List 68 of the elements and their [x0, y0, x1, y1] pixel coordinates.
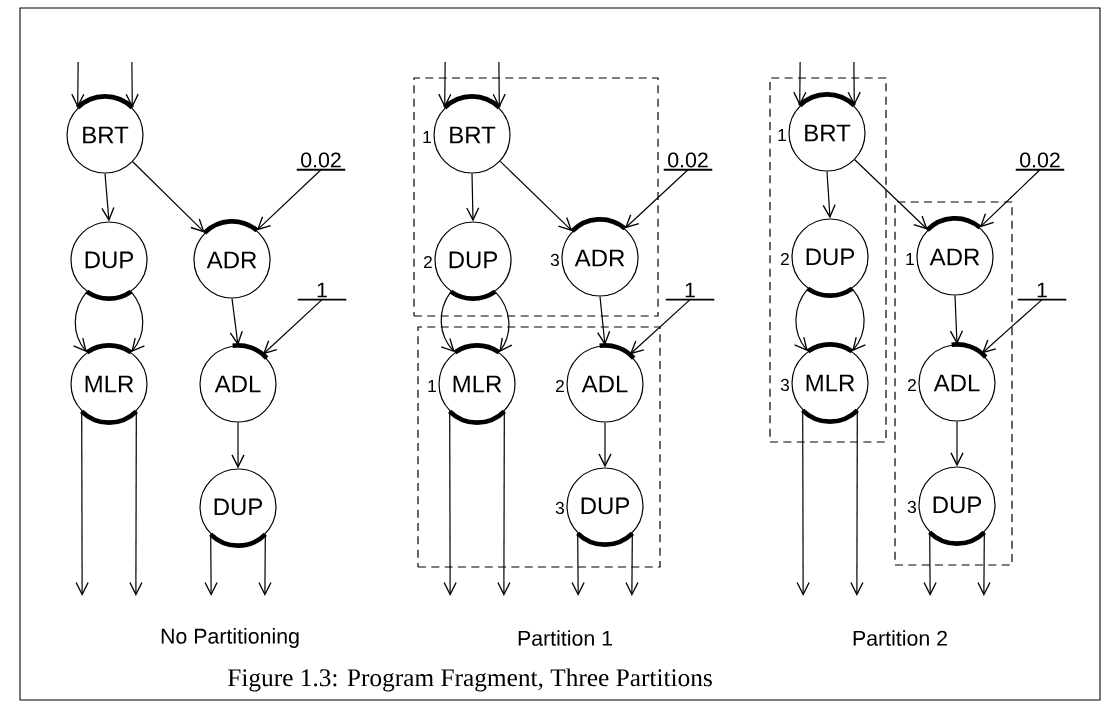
arrow	[440, 291, 455, 353]
constant-input: 1	[1016, 282, 1068, 301]
arrow	[497, 410, 511, 596]
arrow	[443, 410, 457, 596]
arrow	[256, 169, 322, 231]
order-number: 1	[428, 380, 436, 392]
arrow	[624, 169, 689, 229]
arrow	[438, 61, 452, 108]
panel-label: Partition 1	[518, 630, 612, 646]
arrow	[625, 532, 639, 596]
arrow	[822, 171, 836, 219]
arrow	[132, 161, 205, 233]
arrow	[854, 159, 928, 230]
arrow	[75, 410, 89, 596]
partition-box	[413, 77, 659, 317]
arrow	[125, 61, 139, 108]
arrow	[977, 531, 991, 596]
partition-box	[769, 77, 887, 443]
arrow	[950, 420, 964, 467]
arrow	[597, 296, 611, 346]
arrow	[949, 294, 964, 345]
order-number: 2	[908, 378, 916, 392]
arrow	[847, 61, 861, 106]
arrow	[231, 422, 245, 469]
order-number: 1	[906, 253, 914, 265]
figure-caption: Figure 1.3: Program Fragment, Three Partitions	[228, 668, 712, 692]
constant-input: 1	[296, 282, 348, 301]
arrow	[499, 160, 573, 232]
arrow	[129, 410, 143, 596]
arrow	[979, 169, 1041, 228]
partition-box	[894, 201, 1013, 566]
partition-box	[417, 326, 661, 568]
panel-label: No Partitioning	[161, 628, 299, 648]
arrow	[466, 173, 480, 222]
constant-input: 0.02	[1014, 152, 1066, 171]
arrow	[923, 531, 937, 596]
arrow	[796, 409, 810, 596]
order-number: 2	[424, 255, 432, 269]
constant-input: 0.02	[662, 152, 714, 171]
arrow	[262, 299, 323, 355]
order-number: 2	[556, 379, 564, 393]
arrow	[850, 409, 864, 596]
arrow	[492, 61, 506, 108]
order-number: 1	[778, 129, 786, 141]
constant-input: 1	[664, 282, 716, 301]
order-number: 3	[550, 253, 559, 267]
arrow	[981, 299, 1043, 354]
order-number: 1	[423, 131, 431, 143]
order-number: 3	[907, 500, 916, 514]
arrow	[71, 61, 85, 108]
arrow	[629, 299, 691, 355]
arrow	[851, 288, 867, 352]
arrow	[793, 288, 809, 352]
arrow	[598, 422, 612, 468]
order-number: 3	[780, 378, 789, 392]
arrow	[229, 297, 243, 346]
order-number: 2	[781, 252, 789, 266]
panel-label: Partition 2	[853, 630, 947, 646]
arrow	[571, 532, 585, 596]
arrow	[258, 533, 272, 596]
constant-input: 0.02	[295, 152, 347, 171]
arrow	[204, 533, 218, 596]
arrow	[72, 291, 88, 353]
arrow	[101, 173, 115, 222]
arrow	[793, 61, 807, 106]
arrow	[130, 291, 146, 353]
arrow	[494, 291, 513, 353]
order-number: 3	[555, 501, 564, 515]
